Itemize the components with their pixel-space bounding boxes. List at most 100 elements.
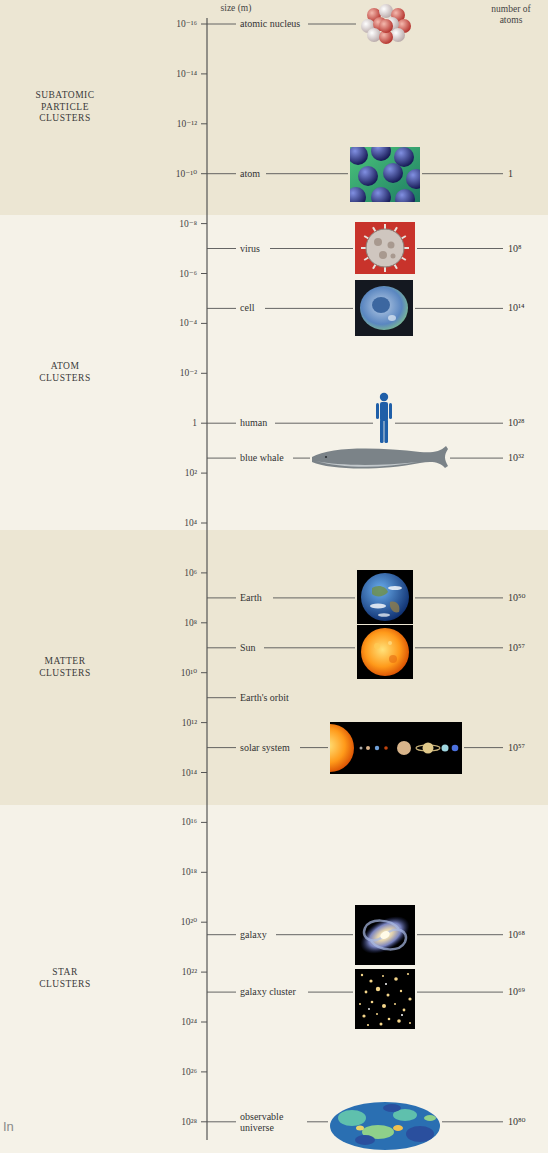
region-label: SUBATOMIC PARTICLE CLUSTERS <box>30 90 100 126</box>
object-label: blue whale <box>240 452 284 464</box>
atom-count: 10⁸⁰ <box>508 1116 526 1128</box>
object-label-holder: solar system <box>240 742 290 754</box>
atom-count-holder: 10⁵⁷ <box>508 742 525 754</box>
atom-count: 10⁵⁷ <box>508 742 525 754</box>
tick-label: 10⁴ <box>184 518 197 529</box>
tick-label: 10² <box>185 468 197 479</box>
tick-label-holder: 10² <box>185 468 197 479</box>
tick-label: 10¹² <box>182 717 197 728</box>
scale-band: ATOM CLUSTERS <box>0 215 548 530</box>
tick-label-holder: 10¹⁰ <box>181 667 197 678</box>
atom-count: 10²⁸ <box>508 417 524 429</box>
tick-label: 10²⁴ <box>181 1017 197 1028</box>
axis-heading-holder: number of atoms <box>483 4 539 26</box>
atom-count: 10¹⁴ <box>508 303 524 315</box>
tick-label-holder: 10⁸ <box>184 617 197 628</box>
tick-label: 1 <box>192 418 197 429</box>
object-label-holder: virus <box>240 243 260 255</box>
object-label: cell <box>240 303 254 315</box>
tick-label: 10⁻¹⁶ <box>176 19 197 30</box>
atom-count-holder: 10⁸ <box>508 243 522 255</box>
object-label: atom <box>240 168 260 180</box>
atom-count-holder: 10⁶⁹ <box>508 986 525 998</box>
object-label: virus <box>240 243 260 255</box>
virus-picture <box>355 222 415 274</box>
atom-count-holder: 10⁶⁸ <box>508 929 525 941</box>
atom-count: 10⁶⁹ <box>508 986 525 998</box>
galaxy-cluster-picture <box>355 969 415 1029</box>
cut-off-text-holder: In <box>3 1120 14 1135</box>
axis-heading: number of atoms <box>483 4 539 26</box>
tick-label-holder: 10⁻¹⁶ <box>176 19 197 30</box>
atom-count: 10⁵⁰ <box>508 592 526 604</box>
galaxy-picture <box>354 905 416 965</box>
axis-heading-holder: size (m) <box>221 3 252 14</box>
object-label-holder: blue whale <box>240 452 284 464</box>
object-label-holder: Sun <box>240 642 256 654</box>
object-label-holder: atom <box>240 168 260 180</box>
object-label: galaxy cluster <box>240 986 296 998</box>
cut-off-text: In <box>3 1120 14 1135</box>
object-label-holder: cell <box>240 303 254 315</box>
atom-count: 10⁵⁷ <box>508 642 525 654</box>
region-label: MATTER CLUSTERS <box>30 656 100 680</box>
object-label-holder: human <box>240 417 267 429</box>
leader-lines <box>207 24 503 1122</box>
atom-count-holder: 10⁵⁰ <box>508 592 526 604</box>
tick-label-holder: 10⁶ <box>184 567 197 578</box>
tick-label: 10⁻⁸ <box>179 218 197 229</box>
tick-label-holder: 10¹⁸ <box>181 867 197 878</box>
scale-band: SUBATOMIC PARTICLE CLUSTERS <box>0 0 548 215</box>
object-label: atomic nucleus <box>240 18 300 30</box>
tick-label-holder: 10²² <box>182 967 197 978</box>
tick-label: 10⁻² <box>180 368 197 379</box>
nucleus-picture <box>361 4 411 44</box>
tick-label: 10¹⁴ <box>181 767 197 778</box>
object-label-holder: galaxy <box>240 929 267 941</box>
tick-label: 10⁻⁶ <box>179 268 197 279</box>
object-label: Earth's orbit <box>240 692 289 704</box>
scale-band: STAR CLUSTERS <box>0 805 548 1153</box>
tick-label-holder: 10¹² <box>182 717 197 728</box>
tick-label-holder: 10¹⁴ <box>181 767 197 778</box>
atom-count-holder: 10⁸⁰ <box>508 1116 526 1128</box>
atom-count-holder: 10³² <box>508 452 524 464</box>
object-label-holder: Earth's orbit <box>240 692 289 704</box>
tick-label: 10¹⁸ <box>181 867 197 878</box>
region-label: STAR CLUSTERS <box>30 967 100 991</box>
object-label: human <box>240 417 267 429</box>
tick-label: 10²² <box>182 967 197 978</box>
object-label-holder: Earth <box>240 592 262 604</box>
tick-label-holder: 10¹⁶ <box>181 817 197 828</box>
atom-picture <box>350 147 420 202</box>
region-label: ATOM CLUSTERS <box>30 361 100 385</box>
tick-label-holder: 10²⁸ <box>181 1116 197 1127</box>
tick-label: 10⁻¹⁴ <box>176 68 197 79</box>
atom-count: 10⁸ <box>508 243 522 255</box>
tick-label-holder: 10⁻¹⁰ <box>176 168 197 179</box>
object-label: observable universe <box>240 1110 302 1133</box>
object-label: Earth <box>240 592 262 604</box>
atom-count: 1 <box>508 168 513 180</box>
atom-count-holder: 10²⁸ <box>508 417 524 429</box>
tick-label: 10⁶ <box>184 567 197 578</box>
tick-label: 10¹⁶ <box>181 817 197 828</box>
tick-label-holder: 10⁻⁴ <box>179 318 197 329</box>
cell-picture <box>355 280 413 336</box>
atom-count-holder: 10¹⁴ <box>508 303 524 315</box>
universe-picture <box>330 1102 440 1150</box>
tick-label-holder: 10⁻¹⁴ <box>176 68 197 79</box>
scale-band: MATTER CLUSTERS <box>0 530 548 805</box>
tick-label-holder: 1 <box>192 418 197 429</box>
atom-count: 10⁶⁸ <box>508 929 525 941</box>
tick-label-holder: 10⁻² <box>180 368 197 379</box>
tick-label-holder: 10²⁴ <box>181 1017 197 1028</box>
tick-label: 10⁸ <box>184 617 197 628</box>
object-label: galaxy <box>240 929 267 941</box>
atom-count-holder: 1 <box>508 168 513 180</box>
atom-count-holder: 10⁵⁷ <box>508 642 525 654</box>
size-axis <box>201 18 207 1140</box>
object-label: solar system <box>240 742 290 754</box>
tick-label: 10²⁶ <box>181 1066 197 1077</box>
